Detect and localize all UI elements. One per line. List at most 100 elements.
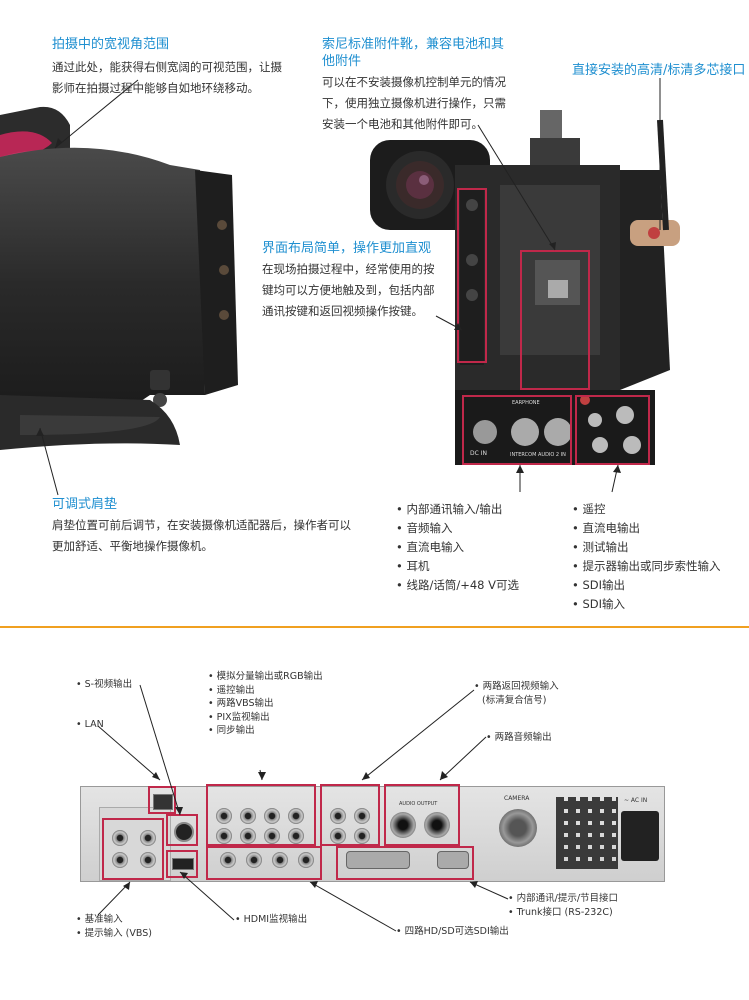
intercom-1: 内部通讯/提示/节目接口 — [508, 892, 618, 906]
shoulder-block: 可调式肩垫 肩垫位置可前后调节，在安装摄像机适配器后，操作者可以 更加舒适、平衡… — [52, 496, 372, 557]
analog-4: PIX监视输出 — [208, 711, 323, 725]
battery-highlight-box — [520, 250, 590, 390]
bnc-ref-1 — [112, 830, 128, 846]
shoulder-title: 可调式肩垫 — [52, 497, 118, 512]
ac-in-connector — [621, 811, 659, 861]
io-right-3: 测试输出 — [572, 538, 747, 557]
analog-list: 模拟分量输出或RGB输出 遥控输出 两路VBS输出 PIX监视输出 同步输出 — [208, 670, 323, 738]
db25-connector — [346, 851, 410, 869]
svideo-highlight-box — [166, 814, 198, 846]
bnc-return-3 — [330, 828, 346, 844]
callout-lines-section2 — [97, 684, 509, 932]
reference-list: 基准输入 提示输入 (VBS) — [76, 913, 152, 940]
io-left-2: 音频输入 — [396, 519, 566, 538]
xlr-audio-1 — [390, 812, 416, 838]
layout-title: 界面布局简单，操作更加直观 — [262, 241, 432, 256]
layout-line-3: 通讯按键和返回视频操作按键。 — [262, 304, 423, 318]
xlr-audio-2 — [424, 812, 450, 838]
dc-in-label: DC IN — [470, 450, 487, 457]
bnc-return-4 — [354, 828, 370, 844]
io-list-right: 遥控 直流电输出 测试输出 提示器输出或同步索性输入 SDI输出 SDI输入 — [572, 500, 747, 614]
hdmi-port — [172, 858, 194, 870]
audio-out-text: 两路音频输出 — [486, 731, 552, 745]
ccu-rear-panel: ~ AC IN CAMERA AUDIO OUTPUT — [80, 786, 665, 882]
io-left-1: 内部通讯输入/输出 — [396, 500, 566, 519]
wide-view-title: 拍摄中的宽视角范围 — [52, 37, 170, 52]
return-video-1: • 两路返回视频输入 — [474, 681, 559, 692]
shoulder-line-2: 更加舒适、平衡地操作摄像机。 — [52, 539, 213, 553]
bnc-sdi-2 — [246, 852, 262, 868]
io-right-1: 遥控 — [572, 500, 747, 519]
hdmi-text: HDMI监视输出 — [235, 913, 307, 927]
bnc-analog-3 — [264, 808, 280, 824]
io-right-2: 直流电输出 — [572, 519, 747, 538]
intercom-highlight-box — [336, 846, 474, 880]
db9-connector — [437, 851, 469, 869]
io-right-6: SDI输入 — [572, 595, 747, 614]
vent-grid — [556, 797, 618, 869]
audio-out-label: 两路音频输出 — [486, 731, 552, 745]
section-divider — [0, 626, 749, 628]
lan-text: LAN — [76, 718, 104, 732]
s-video-label: S-视频输出 — [76, 678, 132, 692]
svideo-connector — [174, 822, 194, 842]
battery-block: 索尼标准附件靴，兼容电池和其 他附件 可以在不安装摄像机控制单元的情况 下，使用… — [322, 36, 532, 135]
ref-highlight-box — [102, 818, 164, 880]
wide-view-block: 拍摄中的宽视角范围 通过此处，能获得右侧宽阔的可视范围，让摄 影师在拍摄过程中能… — [52, 36, 312, 99]
ac-in-text: ~ AC IN — [624, 797, 648, 804]
intercom-list: 内部通讯/提示/节目接口 Trunk接口 (RS-232C) — [508, 892, 618, 919]
io-left-4: 耳机 — [396, 557, 566, 576]
shoulder-line-1: 肩垫位置可前后调节，在安装摄像机适配器后，操作者可以 — [52, 518, 351, 532]
bnc-analog-1 — [216, 808, 232, 824]
controls-highlight-box — [457, 188, 487, 363]
layout-line-1: 在现场拍摄过程中，经常使用的按 — [262, 262, 435, 276]
bnc-return-1 — [330, 808, 346, 824]
reference-2: 提示输入 (VBS) — [76, 927, 152, 941]
hdmi-highlight-box — [166, 850, 198, 878]
audio-output-text: AUDIO OUTPUT — [399, 801, 438, 807]
bnc-ref-4 — [140, 852, 156, 868]
camera-rear-illustration — [370, 110, 680, 465]
wide-view-line-2: 影师在拍摄过程中能够自如地环绕移动。 — [52, 81, 259, 95]
intercom-2: Trunk接口 (RS-232C) — [508, 906, 618, 920]
battery-title-1: 索尼标准附件靴，兼容电池和其 — [322, 37, 505, 52]
bnc-analog-4 — [288, 808, 304, 824]
lan-label: LAN — [76, 718, 104, 732]
audio2-label: AUDIO 2 IN — [538, 452, 566, 458]
analog-1: 模拟分量输出或RGB输出 — [208, 670, 323, 684]
analog-3: 两路VBS输出 — [208, 697, 323, 711]
s-video-text: S-视频输出 — [76, 678, 132, 692]
hdmi-label: HDMI监视输出 — [235, 913, 307, 927]
io-right-5: SDI输出 — [572, 576, 747, 595]
bnc-analog-5 — [216, 828, 232, 844]
analog-5: 同步输出 — [208, 724, 323, 738]
camera-side-illustration — [0, 106, 238, 450]
video-panel-highlight-box — [575, 395, 650, 465]
return-video-2: (标清复合信号) — [482, 694, 547, 706]
bnc-analog-8 — [288, 828, 304, 844]
bnc-sdi-4 — [298, 852, 314, 868]
multicore-title: 直接安装的高清/标清多芯接口 — [572, 63, 746, 78]
sdi-text: 四路HD/SD可选SDI输出 — [396, 925, 509, 939]
battery-line-2: 下，使用独立摄像机进行操作，只需 — [322, 96, 506, 110]
battery-line-1: 可以在不安装摄像机控制单元的情况 — [322, 75, 506, 89]
bnc-sdi-3 — [272, 852, 288, 868]
battery-line-3: 安装一个电池和其他附件即可。 — [322, 117, 483, 131]
sdi-label: 四路HD/SD可选SDI输出 — [396, 925, 509, 939]
analog-highlight-box — [206, 784, 316, 846]
analog-2: 遥控输出 — [208, 684, 323, 698]
reference-1: 基准输入 — [76, 913, 152, 927]
bnc-analog-6 — [240, 828, 256, 844]
io-list-left: 内部通讯输入/输出 音频输入 直流电输入 耳机 线路/话筒/+48 V可选 — [396, 500, 566, 595]
wide-view-line-1: 通过此处，能获得右侧宽阔的可视范围，让摄 — [52, 60, 282, 74]
bnc-ref-2 — [140, 830, 156, 846]
bnc-return-2 — [354, 808, 370, 824]
return-video-label: • 两路返回视频输入 (标清复合信号) — [474, 680, 559, 707]
layout-line-2: 键均可以方便地触及到，包括内部 — [262, 283, 435, 297]
earphone-label: EARPHONE — [512, 400, 540, 406]
io-right-4: 提示器输出或同步索性输入 — [572, 557, 747, 576]
intercom-label: INTERCOM — [510, 452, 537, 458]
bnc-analog-2 — [240, 808, 256, 824]
camera-connector — [499, 809, 537, 847]
io-left-5: 线路/话筒/+48 V可选 — [396, 576, 566, 595]
